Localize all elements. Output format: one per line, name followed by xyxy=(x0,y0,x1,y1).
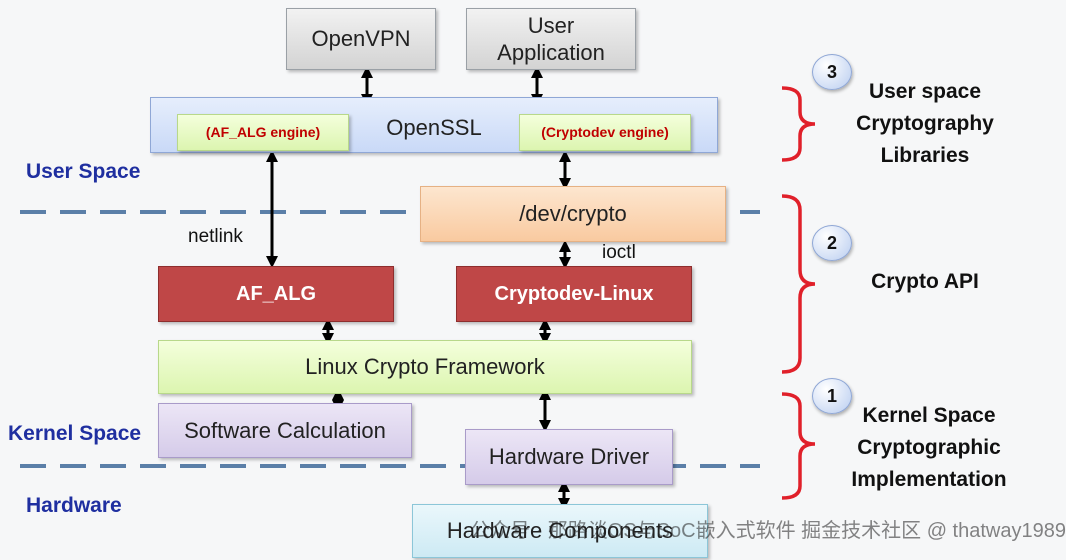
af-alg-label: AF_ALG xyxy=(236,282,316,305)
openvpn-label: OpenVPN xyxy=(311,26,411,52)
dev-crypto-box: /dev/crypto xyxy=(420,186,726,242)
cryptodev-linux-label: Cryptodev-Linux xyxy=(494,282,654,305)
cryptodev-engine-label: (Cryptodev engine) xyxy=(541,123,669,140)
hardware-components-box: Hardware Components xyxy=(412,504,708,558)
bracket-layer-3 xyxy=(781,86,816,162)
af-alg-box: AF_ALG xyxy=(158,266,394,322)
openssl-label: OpenSSL xyxy=(386,115,482,140)
hardware-driver-box: Hardware Driver xyxy=(465,429,673,485)
hardware-driver-label: Hardware Driver xyxy=(488,444,650,470)
layer-3-number: 3 xyxy=(826,61,837,82)
cryptodev-linux-box: Cryptodev-Linux xyxy=(456,266,692,322)
layer-3-badge: 3 xyxy=(812,54,852,90)
user-application-label: User Application xyxy=(497,12,605,66)
linux-crypto-framework-box: Linux Crypto Framework xyxy=(158,340,692,394)
linux-crypto-framework-label: Linux Crypto Framework xyxy=(305,354,545,380)
hardware-components-label: Hardware Components xyxy=(446,518,674,544)
layer-1-title: Kernel Space Cryptographic Implementatio… xyxy=(851,404,1007,491)
layer-3-title: User space Cryptography Libraries xyxy=(856,80,994,167)
bracket-layer-2 xyxy=(781,194,816,374)
watermark-text: 公众号 · 那路谈OS与SoC嵌入式软件 掘金技术社区 @ thatway198… xyxy=(470,520,1066,542)
dev-crypto-label: /dev/crypto xyxy=(519,201,627,227)
netlink-label: netlink xyxy=(188,226,243,247)
layer-1-number: 1 xyxy=(826,385,837,406)
user-application-box: User Application xyxy=(466,8,636,70)
bracket-layer-1 xyxy=(781,392,816,500)
software-calculation-label: Software Calculation xyxy=(184,417,386,443)
af-alg-engine-box: (AF_ALG engine) xyxy=(177,114,349,151)
layer-2-title: Crypto API xyxy=(871,270,979,293)
layer-2-number: 2 xyxy=(826,232,837,253)
cryptodev-engine-box: (Cryptodev engine) xyxy=(519,114,691,151)
kernel-space-region-label: Kernel Space xyxy=(8,422,142,445)
layer-1-badge: 1 xyxy=(812,378,852,414)
af-alg-engine-label: (AF_ALG engine) xyxy=(205,123,321,140)
software-calculation-box: Software Calculation xyxy=(158,403,412,458)
ioctl-label: ioctl xyxy=(602,242,636,263)
hardware-region-label: Hardware xyxy=(26,494,122,517)
user-space-region-label: User Space xyxy=(26,160,141,183)
layer-2-badge: 2 xyxy=(812,225,852,261)
openvpn-box: OpenVPN xyxy=(286,8,436,70)
